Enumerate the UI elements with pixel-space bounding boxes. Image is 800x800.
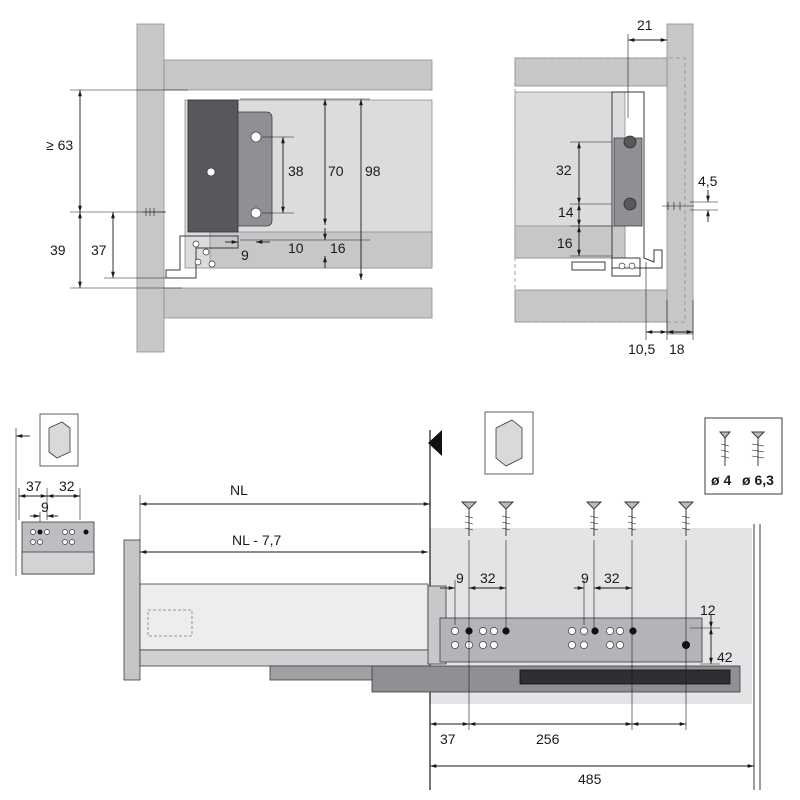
- reference-arrow-icon: [428, 430, 442, 456]
- dim-4-5: 4,5: [698, 173, 718, 189]
- front-section-view: ≥ 63 39 37 38 70 98 16 9 10: [46, 23, 433, 353]
- screw-4-icon: [718, 431, 732, 466]
- dim-10-5: 10,5: [628, 341, 655, 357]
- bracket-plate: [237, 111, 273, 227]
- adjust-screw: [623, 197, 637, 211]
- top-shelf: [163, 59, 433, 91]
- runner-elevation-view: ø 4 ø 6,3: [123, 411, 783, 790]
- screw-6-3-icon: [750, 431, 766, 466]
- roller: [194, 258, 202, 266]
- dim-98: 98: [365, 163, 381, 179]
- screw-hole: [250, 131, 262, 143]
- dim-32-mid-b: 32: [604, 570, 620, 586]
- roller: [192, 240, 200, 248]
- dim-256: 256: [536, 731, 560, 747]
- dim-nl: NL: [230, 482, 248, 498]
- drawer-box: [139, 583, 429, 651]
- dim-37: 37: [91, 242, 107, 258]
- dim-9: 9: [241, 247, 249, 263]
- dim-32-left: 32: [59, 478, 75, 494]
- bottom-shelf-right: [514, 289, 668, 323]
- drawer-front: [123, 539, 141, 681]
- mounting-screws: [460, 501, 695, 536]
- dim-18: 18: [669, 341, 685, 357]
- bottom-shelf: [163, 287, 433, 319]
- screw-icon: [677, 501, 695, 536]
- runner-rail: [439, 617, 703, 663]
- dim-485: 485: [578, 771, 602, 787]
- dim-12: 12: [700, 602, 716, 618]
- runner-profile: [165, 235, 239, 279]
- screw-hole: [250, 207, 262, 219]
- dim-32: 32: [556, 162, 572, 178]
- pivot: [206, 167, 216, 177]
- dim-38: 38: [288, 163, 304, 179]
- bracket-core: [613, 137, 643, 227]
- screw-icon: [460, 501, 478, 536]
- cube-shape: [48, 421, 71, 459]
- side-screw: [662, 202, 694, 210]
- dim-39: 39: [50, 242, 66, 258]
- screw-icon: [497, 501, 515, 536]
- runner-end-detail: 37 32 9: [15, 413, 95, 576]
- side-panel: [136, 23, 165, 353]
- drawer-bottom-right: [514, 225, 626, 259]
- dim-70: 70: [328, 163, 344, 179]
- bracket-side: [611, 91, 663, 269]
- dim-21: 21: [637, 17, 653, 33]
- dim-32-mid-a: 32: [480, 570, 496, 586]
- dim-37-left: 37: [26, 478, 42, 494]
- dim-min-height: ≥ 63: [46, 137, 73, 153]
- screw-legend-box: [704, 417, 783, 495]
- screw-4-label: ø 4: [711, 472, 731, 488]
- dim-10: 10: [288, 240, 304, 256]
- dim-42: 42: [717, 649, 733, 665]
- roller: [208, 260, 216, 268]
- runner-side: [571, 257, 641, 277]
- dim-14: 14: [558, 204, 574, 220]
- dim-9-mid-b: 9: [581, 570, 589, 586]
- adjust-screw: [623, 135, 637, 149]
- dim-16-side: 16: [557, 235, 573, 251]
- top-shelf-right: [514, 57, 668, 87]
- roller: [202, 248, 210, 256]
- bracket-body: [187, 99, 239, 233]
- screw-icon: [585, 501, 603, 536]
- drawer-bottom: [209, 231, 433, 269]
- dim-9-mid-a: 9: [456, 570, 464, 586]
- screw-6-3-label: ø 6,3: [742, 472, 774, 488]
- runner-holes: [451, 627, 690, 649]
- dim-nl-minus: NL - 7,7: [232, 532, 281, 548]
- dim-16: 16: [330, 240, 346, 256]
- side-section-view: 21 32 14 16 4,5 10,5 18: [514, 17, 718, 357]
- side-panel-right: [666, 23, 694, 335]
- dim-9-left: 9: [41, 499, 49, 515]
- screw-icon: [623, 501, 641, 536]
- dim-37-bottom: 37: [440, 731, 456, 747]
